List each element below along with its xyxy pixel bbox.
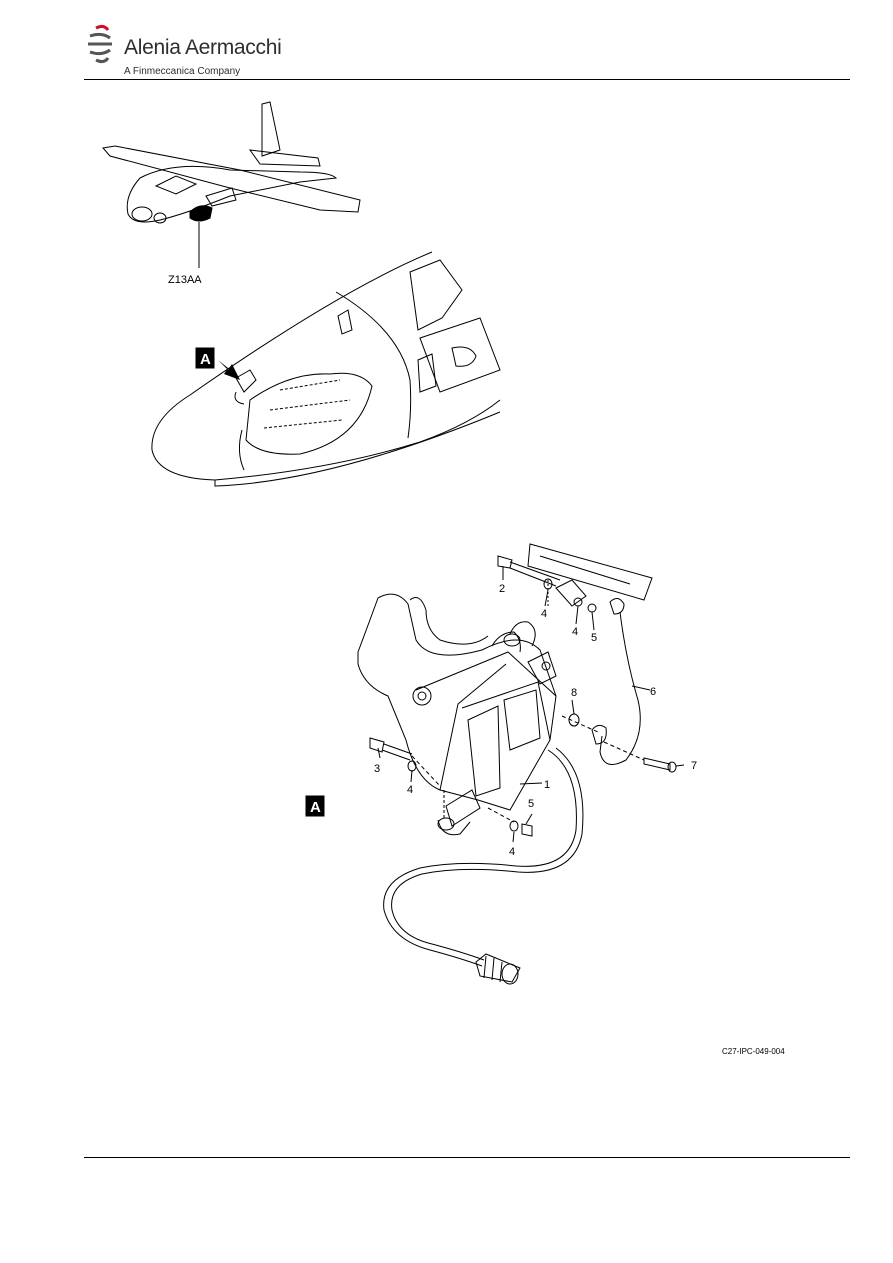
detail-a-assembly [357, 543, 685, 985]
header-rule [84, 79, 850, 80]
company-logo: Alenia Aermacchi A Finmeccanica Company [84, 22, 304, 80]
logo-mark-icon [88, 24, 112, 64]
callout-item-7: 7 [691, 760, 697, 772]
callout-item-2: 2 [499, 583, 505, 595]
view-a-letter-detail: A [310, 799, 321, 816]
view-a-marker-detail [305, 795, 325, 817]
aircraft-overview [102, 101, 361, 268]
callout-item-1: 1 [544, 779, 550, 791]
callout-item-3: 3 [374, 763, 380, 775]
callout-item-4-clamp: 4 [572, 626, 578, 638]
callout-item-4-left: 4 [407, 784, 413, 796]
zone-label: Z13AA [168, 274, 202, 286]
callout-item-4-upper: 4 [541, 608, 547, 620]
view-a-letter-top: A [200, 351, 211, 368]
nose-section-view [151, 251, 501, 487]
brand-tagline: A Finmeccanica Company [124, 66, 241, 77]
callout-item-5-upper: 5 [591, 632, 597, 644]
brand-name: Alenia Aermacchi [124, 36, 282, 59]
arrow-icon [218, 360, 240, 380]
view-a-marker-top [195, 347, 215, 369]
callout-item-5-lower: 5 [528, 798, 534, 810]
footer-rule [84, 1157, 850, 1158]
callout-item-8: 8 [571, 687, 577, 699]
figure-reference: C27-IPC-049-004 [722, 1047, 785, 1056]
callout-item-6: 6 [650, 686, 656, 698]
callout-item-4-lower: 4 [509, 846, 515, 858]
